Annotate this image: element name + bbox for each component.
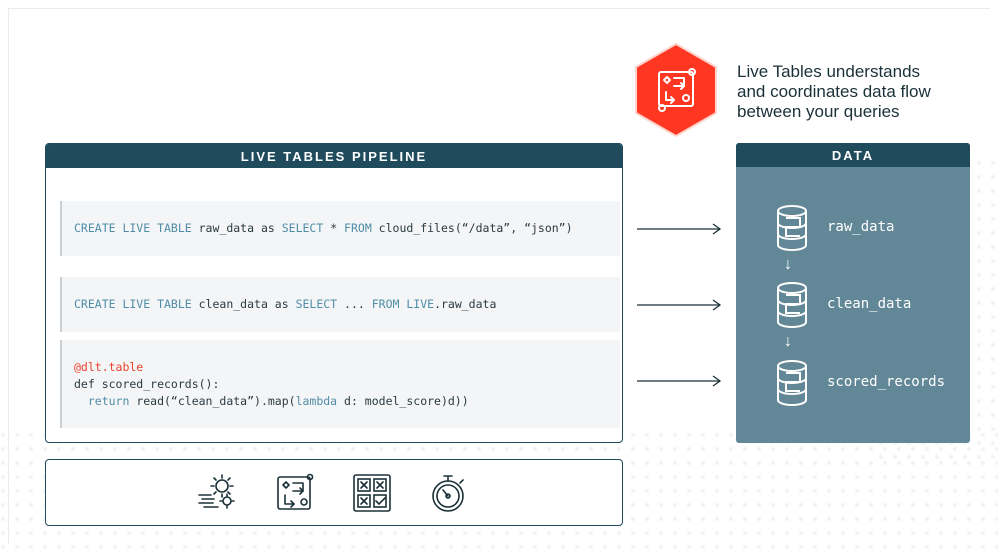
- code-decorator: @dlt.table: [74, 360, 144, 374]
- table-item-clean-data: clean_data: [772, 281, 970, 329]
- down-arrow-icon: ↓: [784, 256, 792, 273]
- flow-arrow: [637, 375, 722, 387]
- data-panel: DATA raw_data ↓ clean_data ↓: [736, 143, 970, 443]
- data-header: DATA: [736, 143, 970, 167]
- stopwatch-icon: [432, 475, 464, 512]
- table-item-raw-data: raw_data: [772, 204, 970, 252]
- code-keyword: SELECT: [295, 297, 338, 311]
- table-name: clean_data: [827, 296, 912, 312]
- gears-speed-icon: [198, 474, 235, 509]
- pipeline-header: LIVE TABLES PIPELINE: [46, 144, 622, 168]
- flow-arrow: [637, 299, 722, 311]
- database-icon: [777, 205, 807, 251]
- pipeline-flow-icon: [277, 473, 314, 510]
- code-block-scored-records: @dlt.table def scored_records(): return …: [60, 340, 620, 428]
- callout-line-1: Live Tables understands: [737, 62, 921, 81]
- code-text: *: [323, 221, 345, 235]
- code-keyword: FROM: [371, 297, 400, 311]
- code-line: def scored_records():: [74, 377, 219, 391]
- database-icon: [777, 360, 807, 406]
- checklist-grid-icon: [353, 474, 391, 512]
- feature-icon-bar: [45, 459, 623, 526]
- flow-arrow: [637, 223, 722, 235]
- code-line: CREATE LIVE TABLE clean_data as SELECT .…: [74, 297, 496, 311]
- code-text: raw_data as: [191, 221, 282, 235]
- table-name: raw_data: [827, 219, 895, 235]
- code-text: d: model_score)d)): [337, 394, 469, 408]
- code-text: .raw_data: [434, 297, 497, 311]
- code-block-raw-data: CREATE LIVE TABLE raw_data as SELECT * F…: [60, 201, 620, 256]
- table-item-scored-records: scored_records: [772, 359, 970, 407]
- code-keyword: CREATE LIVE TABLE: [74, 297, 192, 311]
- callout-line-3: between your queries: [737, 102, 900, 121]
- code-text: def scored_records():: [74, 377, 220, 391]
- code-keyword: FROM: [344, 221, 372, 235]
- code-keyword: LIVE: [399, 297, 435, 311]
- code-block-clean-data: CREATE LIVE TABLE clean_data as SELECT .…: [60, 277, 620, 332]
- code-line: return read(“clean_data”).map(lambda d: …: [74, 394, 469, 408]
- callout-text: Live Tables understands and coordinates …: [737, 62, 977, 122]
- pipeline-panel: LIVE TABLES PIPELINE CREATE LIVE TABLE r…: [45, 143, 623, 443]
- table-name: scored_records: [827, 374, 946, 390]
- pipeline-flow-icon: [635, 42, 717, 138]
- canvas-frame: [8, 8, 990, 544]
- database-icon: [777, 282, 807, 328]
- code-keyword: CREATE LIVE TABLE: [74, 221, 192, 235]
- code-text: read(“clean_data”).map(: [129, 394, 296, 408]
- down-arrow-icon: ↓: [784, 333, 792, 350]
- code-text: cloud_files(“/data”, “json”): [371, 221, 573, 235]
- callout-line-2: and coordinates data flow: [737, 82, 931, 101]
- code-text: clean_data as: [191, 297, 296, 311]
- code-line: CREATE LIVE TABLE raw_data as SELECT * F…: [74, 221, 573, 235]
- code-keyword: return: [74, 394, 130, 408]
- code-keyword: lambda: [295, 394, 338, 408]
- code-text: ...: [337, 297, 372, 311]
- code-line: @dlt.table: [74, 360, 143, 374]
- code-keyword: SELECT: [281, 221, 324, 235]
